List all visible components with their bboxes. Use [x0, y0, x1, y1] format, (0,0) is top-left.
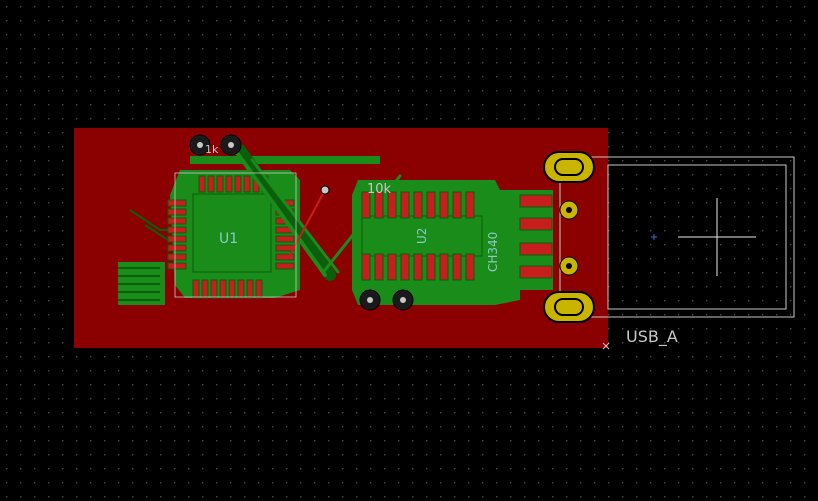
resistor-1k-label: 1k	[205, 143, 219, 156]
u2-label: U2	[415, 228, 429, 244]
crosshair-icon	[678, 198, 756, 276]
usb-a-label: USB_A	[626, 327, 678, 347]
u1-label: U1	[219, 231, 238, 247]
u1-silkscreen-outline	[174, 172, 297, 298]
ch340-label: CH340	[486, 232, 500, 272]
resistor-10k-label: 10k	[367, 182, 392, 197]
u2-footprint[interactable]	[361, 191, 483, 281]
u1-footprint[interactable]	[167, 175, 295, 299]
origin-marker-icon	[651, 234, 657, 240]
left-connector-traces[interactable]	[118, 209, 169, 301]
usb-signal-pads[interactable]	[519, 194, 553, 279]
diagonal-traces[interactable]	[233, 144, 402, 281]
usb-connector-pads[interactable]	[543, 151, 595, 323]
through-hole-pads[interactable]	[189, 134, 414, 311]
usb-connector-outline[interactable]	[559, 156, 795, 350]
